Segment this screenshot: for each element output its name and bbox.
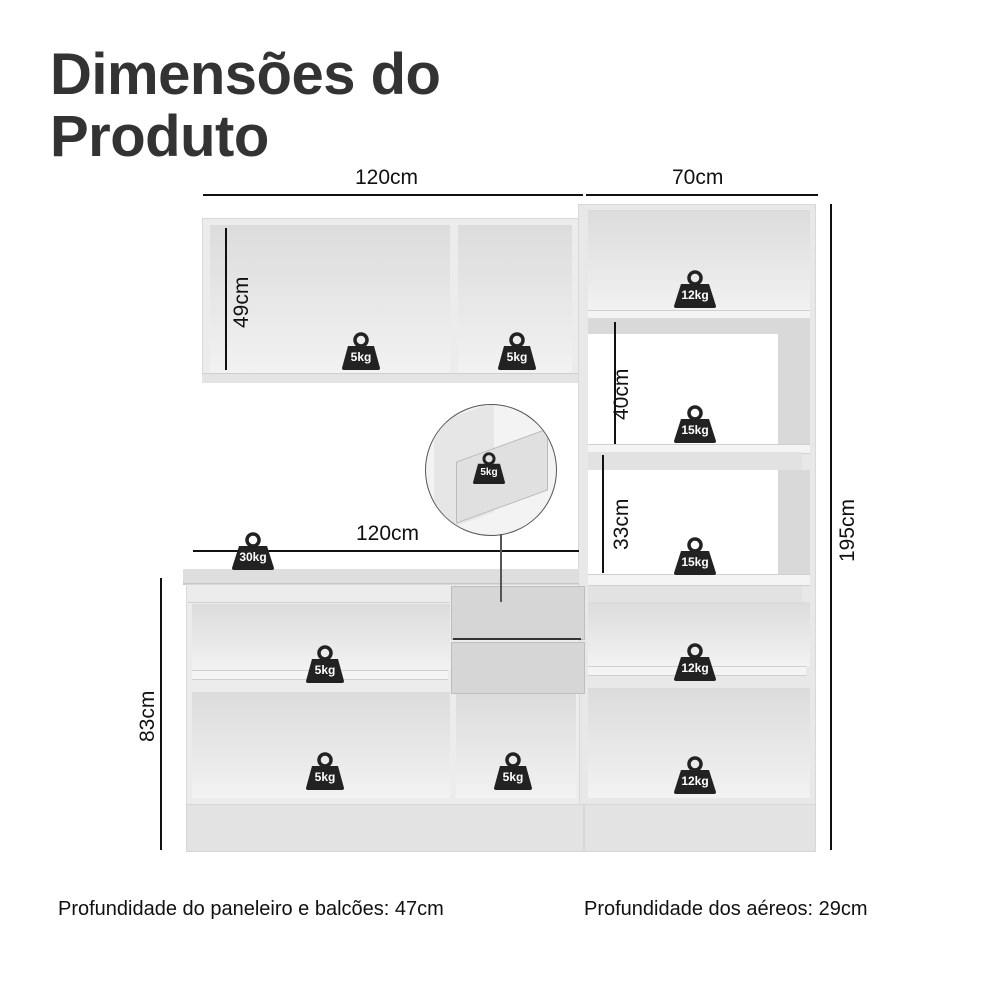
weight-label: 15kg (681, 423, 709, 437)
niche-2-height-label: 33cm (610, 498, 633, 550)
upper-cabinet-left-niche (210, 225, 450, 373)
upper-height-line (225, 228, 227, 370)
base-height-label: 83cm (136, 690, 159, 742)
base-height-line (160, 578, 162, 850)
weight-icon-tower-niche-1: 15kg (673, 405, 717, 443)
weight-icon-upper-right: 5kg (497, 332, 537, 370)
weight-icon-tower-niche-2: 15kg (673, 537, 717, 575)
countertop (183, 569, 579, 585)
depth-base-text: Profundidade do paneleiro e balcões: 47c… (58, 898, 444, 920)
weight-label: 5kg (350, 350, 372, 364)
tower-shelf-3 (588, 574, 810, 586)
upper-cabinet-bottom (202, 373, 578, 383)
counter-width-label: 120cm (356, 522, 420, 545)
weight-icon-tower-lower-2: 12kg (673, 756, 717, 794)
weight-icon-tower-top: 12kg (673, 270, 717, 308)
depth-upper-text: Profundidade dos aéreos: 29cm (584, 898, 868, 920)
weight-label: 12kg (681, 774, 709, 788)
total-height-label: 195cm (836, 498, 859, 562)
weight-icon-base-bottom-left: 5kg (305, 752, 345, 790)
title-line-2: Produto (50, 104, 269, 169)
weight-label: 5kg (314, 663, 336, 677)
base-plinth (186, 804, 584, 852)
top-width-right-line (586, 194, 818, 196)
base-front-rail (188, 586, 450, 603)
weight-icon-base-shelf: 5kg (305, 645, 345, 683)
weight-label: 15kg (681, 555, 709, 569)
counter-width-line (193, 550, 579, 552)
total-height-line (830, 204, 832, 850)
weight-label: 12kg (681, 288, 709, 302)
weight-icon-countertop: 30kg (231, 532, 275, 570)
top-width-left-line (203, 194, 583, 196)
drawer-2[interactable] (451, 642, 585, 694)
upper-height-label: 49cm (230, 276, 253, 328)
page-title: Dimensões do Produto (50, 42, 441, 169)
weight-icon-tower-lower-1: 12kg (673, 643, 717, 681)
niche-1-height-line (614, 322, 616, 444)
tower-rail-1 (588, 452, 802, 470)
weight-icon-base-bottom-right: 5kg (493, 752, 533, 790)
title-line-1: Dimensões do (50, 42, 441, 107)
weight-icon-drawer-detail: 5kg (472, 452, 506, 484)
drawer-1-handle[interactable] (453, 638, 581, 640)
weight-label: 5kg (502, 770, 524, 784)
drawer-1[interactable] (451, 586, 585, 640)
tower-rail-2 (588, 586, 802, 602)
weight-label: 30kg (239, 550, 267, 564)
weight-label: 5kg (480, 467, 498, 478)
callout-connector (500, 534, 502, 602)
niche-1-height-label: 40cm (610, 368, 633, 420)
top-width-right-label: 70cm (672, 166, 724, 189)
weight-label: 5kg (314, 770, 336, 784)
weight-icon-upper-left: 5kg (341, 332, 381, 370)
niche-2-height-line (602, 455, 604, 573)
weight-label: 5kg (506, 350, 528, 364)
weight-label: 12kg (681, 661, 709, 675)
top-width-left-label: 120cm (355, 166, 419, 189)
tower-plinth (584, 804, 816, 852)
